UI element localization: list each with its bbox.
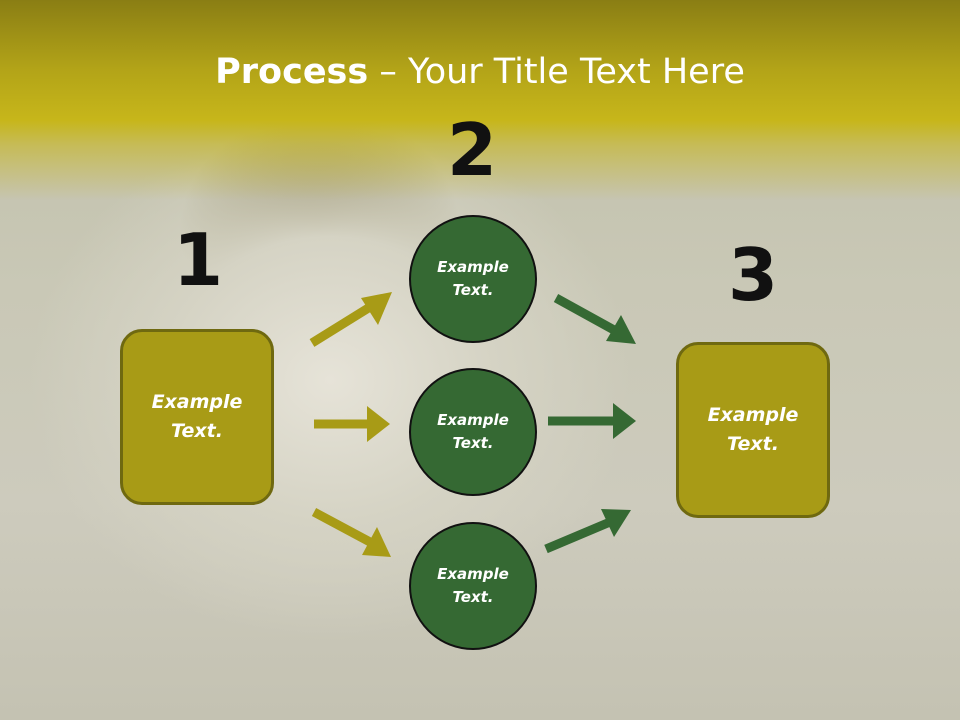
title-band bbox=[0, 0, 960, 200]
left-box-text: Example Text. bbox=[151, 391, 243, 442]
right-box: Example Text. bbox=[676, 342, 830, 518]
arrow-left-to-top bbox=[309, 292, 392, 347]
circle-middle-text: Example Text. bbox=[437, 411, 509, 452]
title-bold: Process bbox=[215, 52, 369, 92]
step-number-3: 3 bbox=[727, 233, 779, 317]
circle-bottom: Example Text. bbox=[409, 522, 537, 650]
circle-bottom-text: Example Text. bbox=[437, 565, 509, 606]
left-box: Example Text. bbox=[120, 329, 274, 505]
step-number-1: 1 bbox=[172, 218, 224, 302]
circle-top: Example Text. bbox=[409, 215, 537, 343]
right-box-text: Example Text. bbox=[707, 404, 799, 455]
arrow-bottom-to-right bbox=[544, 509, 631, 554]
arrow-left-to-middle bbox=[314, 406, 390, 442]
arrow-top-to-right bbox=[553, 294, 636, 344]
circle-top-text: Example Text. bbox=[437, 258, 509, 299]
title-rest: – Your Title Text Here bbox=[368, 52, 745, 92]
step-number-2: 2 bbox=[446, 108, 498, 192]
circle-middle: Example Text. bbox=[409, 368, 537, 496]
slide-title: Process – Your Title Text Here bbox=[0, 52, 960, 92]
arrow-middle-to-right bbox=[548, 403, 636, 439]
arrow-left-to-bottom bbox=[311, 508, 391, 557]
